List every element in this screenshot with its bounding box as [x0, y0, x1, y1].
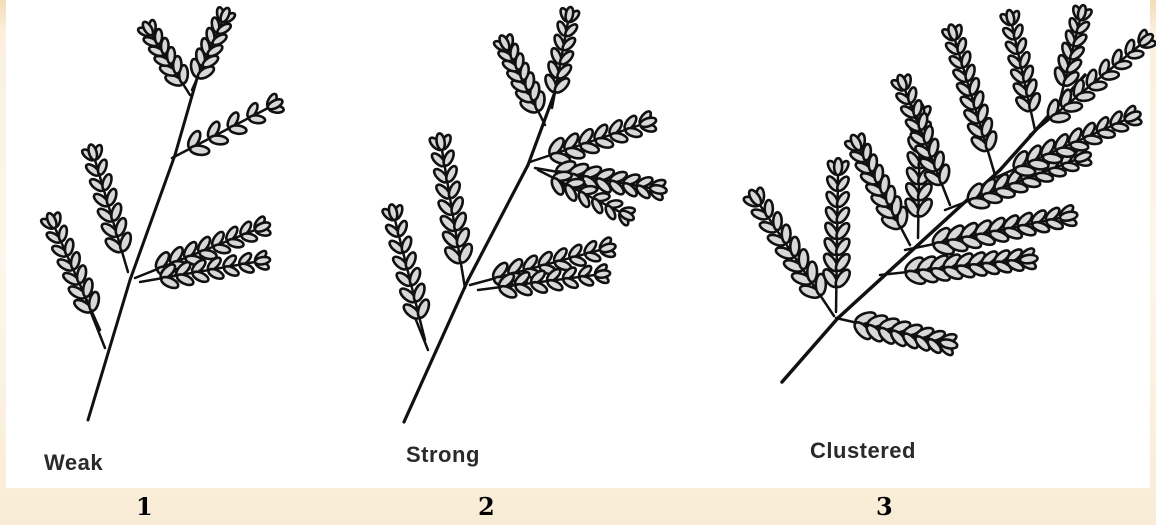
leaflet — [1089, 81, 1107, 91]
leaflet — [765, 200, 773, 217]
leaflet — [96, 159, 108, 176]
leaflet — [404, 251, 418, 270]
main-stem — [782, 318, 838, 382]
leaflet — [561, 36, 577, 53]
leaflet — [400, 235, 413, 253]
leaflet — [249, 115, 266, 124]
leaflet — [584, 251, 601, 263]
leaflet — [563, 22, 579, 38]
leaflet — [396, 220, 409, 237]
leaflet — [442, 149, 456, 167]
leaflet — [229, 125, 247, 135]
leaflet — [209, 135, 228, 146]
leaflet — [1127, 50, 1143, 59]
leaflet — [223, 264, 240, 277]
caption-strong: Strong — [406, 442, 480, 468]
leaflet — [207, 267, 225, 281]
leaflet — [782, 225, 791, 244]
panel-number-1: 1 — [136, 492, 153, 521]
leaflet — [1020, 254, 1038, 264]
leaflet — [58, 225, 68, 242]
leaflet — [799, 249, 809, 269]
leaflet — [790, 237, 799, 256]
branch-stalk — [760, 205, 834, 316]
leaflet — [190, 145, 210, 156]
panel-number-3: 3 — [876, 492, 893, 521]
panel-number-2: 2 — [478, 492, 495, 521]
leaflet — [238, 262, 254, 275]
leaflet — [558, 49, 575, 66]
caption-weak: Weak — [44, 450, 103, 476]
leaflet — [773, 212, 782, 230]
branch-stalk — [836, 175, 838, 312]
leaflet — [241, 232, 258, 243]
leaflet — [1111, 122, 1128, 132]
leaflet — [1115, 60, 1132, 70]
leaflet — [1102, 70, 1120, 80]
leaflet — [834, 158, 842, 175]
leaflet — [595, 269, 611, 278]
caption-clustered: Clustered — [810, 438, 916, 464]
